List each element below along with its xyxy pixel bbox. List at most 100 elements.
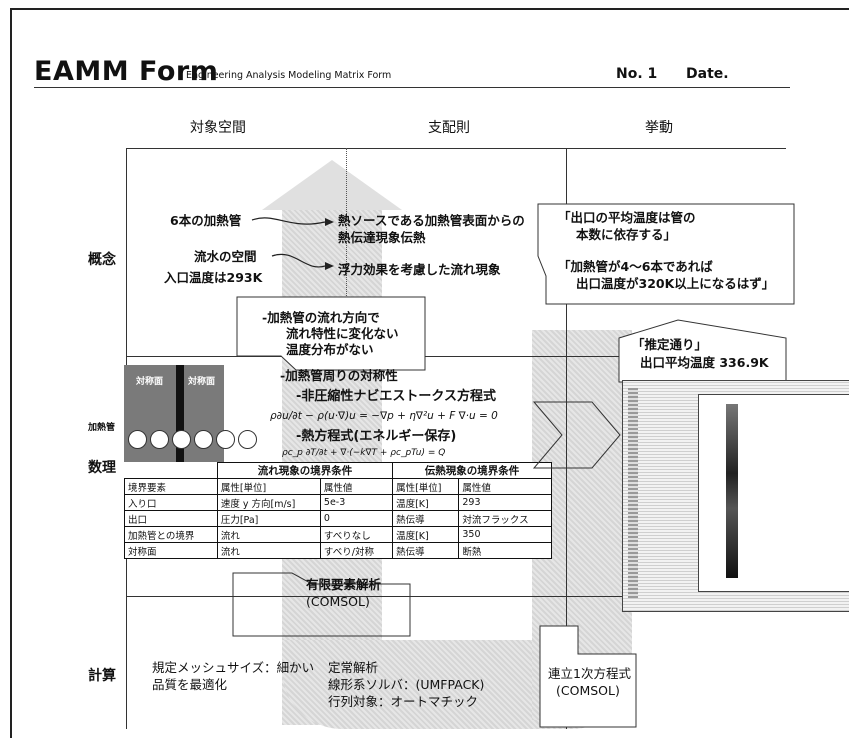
fem-callout-line-2: (COMSOL) (306, 594, 370, 609)
fem-callout-shape (232, 572, 411, 637)
table-header-cell: 属性値 (458, 478, 552, 495)
grid-row-divider-2 (126, 596, 786, 597)
form-number: No. 1 (616, 66, 658, 82)
color-scale-bar (628, 388, 638, 598)
symmetry-label-right: 対称面 (188, 377, 216, 387)
table-cell: 0 (319, 510, 394, 527)
computation-behavior-line-2: (COMSOL) (556, 683, 620, 698)
boundary-condition-table: 流れ現象の境界条件 伝熱現象の境界条件 境界要素 属性[単位] 属性値 属性[単… (124, 462, 552, 559)
concept-object-inlet-temp: 入口温度は293K (164, 270, 263, 285)
result-line-2: 出口平均温度 336.9K (640, 355, 769, 370)
pipe-circle (150, 430, 169, 449)
grid-top-line (126, 148, 786, 149)
arrow-head-down-icon (262, 160, 402, 210)
table-cell: 加熱管との境界 (124, 526, 218, 543)
form-date-label: Date. (686, 66, 729, 82)
table-cell: 圧力[Pa] (216, 510, 321, 527)
concept-object-heating-pipes: 6本の加熱管 (170, 213, 242, 228)
column-header-behavior: 挙動 (645, 120, 673, 136)
table-header-cell: 属性[単位] (392, 478, 460, 495)
concept-link-arrows-icon (251, 217, 334, 270)
grid-col-divider-1 (346, 148, 347, 358)
concept-object-water-space: 流水の空間 (194, 249, 257, 264)
table-header-cell: 属性[単位] (216, 478, 321, 495)
symmetry-bar (176, 365, 184, 480)
table-cell: 対称面 (124, 542, 218, 559)
form-title: EAMM Form (34, 56, 219, 87)
equation-navier-stokes: ρ∂u/∂t − ρ(u·∇)u = −∇p + η∇²u + F ∇·u = … (270, 410, 498, 422)
table-cell: 温度[K] (392, 526, 460, 543)
table-cell: 出口 (124, 510, 218, 527)
symmetry-label-left: 対称面 (136, 377, 164, 387)
concept-behavior-line-4: 出口温度が320K以上になるはず」 (576, 276, 775, 291)
flow-bc-group-header: 流れ現象の境界条件 (216, 462, 394, 479)
assumption-callout-shape (236, 296, 426, 371)
table-group-header-row: 流れ現象の境界条件 伝熱現象の境界条件 (124, 462, 552, 479)
fem-callout-line-1: 有限要素解析 (306, 577, 382, 592)
table-cell: 断熱 (458, 542, 552, 559)
grid-col-divider-2 (566, 148, 567, 729)
table-cell: すべりなし (319, 526, 394, 543)
table-cell: 流れ (216, 542, 321, 559)
concept-behavior-callout-shape (537, 203, 795, 305)
concept-law-heat-transfer: 熱伝達現象伝熱 (338, 230, 426, 245)
table-cell: 流れ (216, 526, 321, 543)
form-subtitle: Engineering Analysis Modeling Matrix For… (186, 70, 392, 81)
computation-law-solver: 線形系ソルバ：(UMFPACK) (328, 677, 485, 692)
assumption-line-4: -加熱管周りの対称性 (280, 368, 398, 383)
result-callout-shape (618, 319, 787, 383)
table-header-cell: 境界要素 (124, 478, 218, 495)
math-behavior-pointer-icon (532, 401, 621, 469)
table-row: 対称面 流れ すべり/対称 熱伝導 断熱 (124, 542, 552, 559)
header-rule (34, 87, 790, 88)
pipe-circle (238, 430, 257, 449)
concept-behavior-line-3: 「加熱管が4～6本であれば (558, 259, 713, 274)
computation-law-matrix: 行列対象：オートマチック (328, 694, 479, 709)
pipe-geometry-panel (124, 365, 224, 480)
table-corner-cell (124, 462, 218, 479)
computation-object-quality: 品質を最適化 (152, 677, 228, 692)
computation-behavior-callout-shape (539, 625, 637, 728)
computation-object-mesh: 規定メッシュサイズ：細かい (152, 660, 315, 675)
computation-law-steady: 定常解析 (328, 660, 379, 675)
table-row: 出口 圧力[Pa] 0 熱伝導 対流フラックス (124, 510, 552, 527)
heat-bc-group-header: 伝熱現象の境界条件 (392, 462, 552, 479)
table-cell: 温度[K] (392, 494, 460, 511)
concept-law-heat-source: 熱ソースである加熱管表面からの (338, 213, 525, 228)
row-header-computation: 計算 (88, 668, 116, 684)
table-cell: 入り口 (124, 494, 218, 511)
computation-behavior-line-1: 連立1次方程式 (548, 666, 631, 681)
row-header-math: 数理 (88, 460, 116, 476)
table-row: 入り口 速度 y 方向[m/s] 5e-3 温度[K] 293 (124, 494, 552, 511)
pipe-circle (128, 430, 147, 449)
pipe-circle (194, 430, 213, 449)
grid-row-divider-1 (126, 356, 786, 357)
concept-law-buoyancy-flow: 浮力効果を考慮した流れ現象 (338, 262, 501, 277)
assumption-line-1: -加熱管の流れ方向で (262, 310, 380, 325)
temperature-field-strip (726, 404, 738, 578)
table-cell: 熱伝導 (392, 510, 460, 527)
row-header-concept: 概念 (88, 252, 116, 268)
table-header-cell: 属性値 (319, 478, 394, 495)
pipe-label: 加熱管 (88, 423, 116, 433)
column-header-object-space: 対象空間 (190, 120, 246, 136)
concept-behavior-line-2: 本数に依存する」 (576, 227, 677, 242)
page-frame (10, 8, 849, 738)
simulation-result-image-front (698, 394, 849, 592)
table-header-row: 境界要素 属性[単位] 属性値 属性[単位] 属性値 (124, 478, 552, 495)
equation-heat-title: -熱方程式(エネルギー保存) (296, 429, 457, 444)
table-row: 加熱管との境界 流れ すべりなし 温度[K] 350 (124, 526, 552, 543)
table-cell: 350 (458, 526, 552, 543)
equation-ns-title: -非圧縮性ナビエストークス方程式 (296, 389, 497, 404)
table-cell: 速度 y 方向[m/s] (216, 494, 321, 511)
assumption-line-2: 流れ特性に変化ない (286, 326, 399, 341)
table-cell: 熱伝導 (392, 542, 460, 559)
table-cell: 5e-3 (319, 494, 394, 511)
pipe-circle (216, 430, 235, 449)
table-cell: 対流フラックス (458, 510, 552, 527)
table-cell: 293 (458, 494, 552, 511)
concept-behavior-line-1: 「出口の平均温度は管の (558, 210, 696, 225)
column-header-governing-law: 支配則 (428, 120, 470, 136)
assumption-line-3: 温度分布がない (286, 342, 374, 357)
pipe-circle (172, 430, 191, 449)
